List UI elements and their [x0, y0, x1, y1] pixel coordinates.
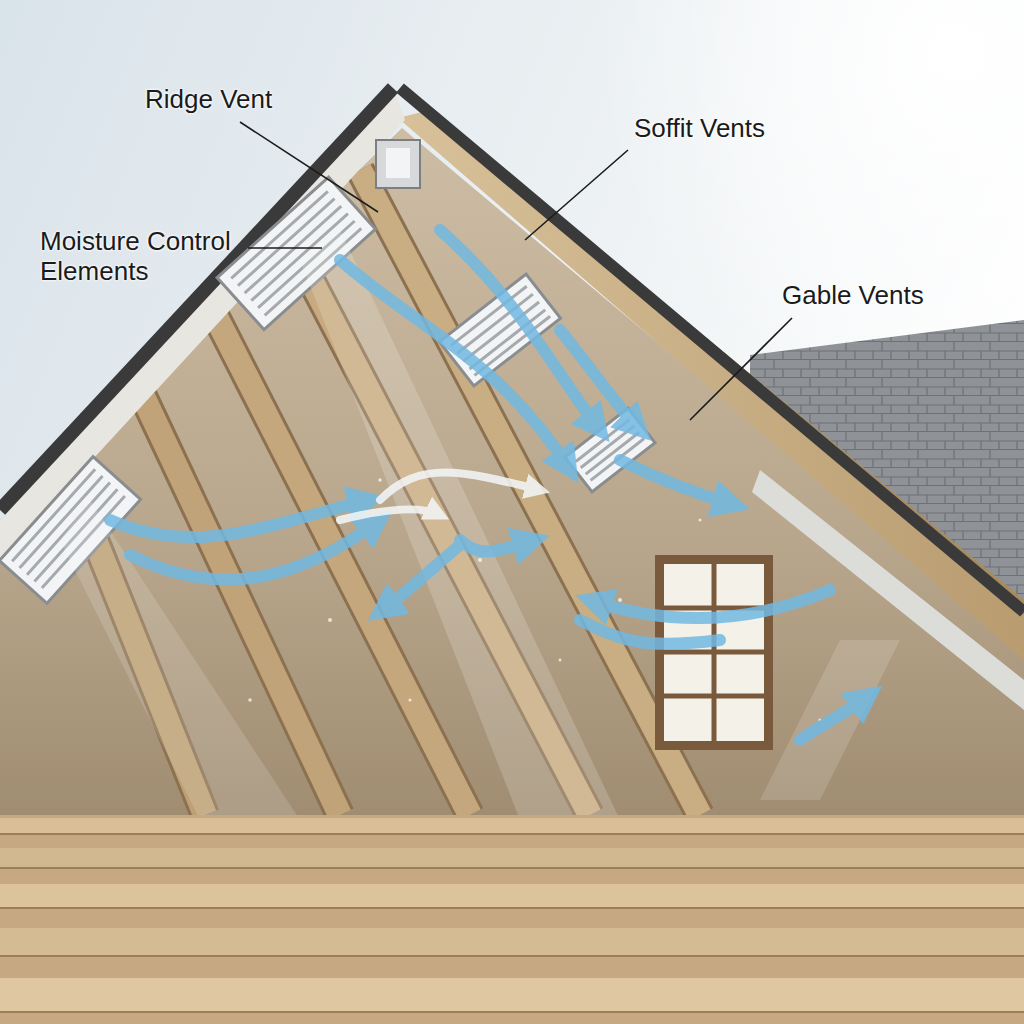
callout-label: Ridge Vent: [145, 84, 272, 114]
callout-label: Moisture Control Elements: [40, 226, 240, 286]
leader-line: [240, 122, 378, 212]
callout-label: Gable Vents: [782, 280, 924, 310]
leader-line: [248, 247, 322, 249]
leader-line: [525, 150, 628, 240]
leader-line: [690, 318, 792, 420]
callout-label: Soffit Vents: [634, 113, 765, 143]
